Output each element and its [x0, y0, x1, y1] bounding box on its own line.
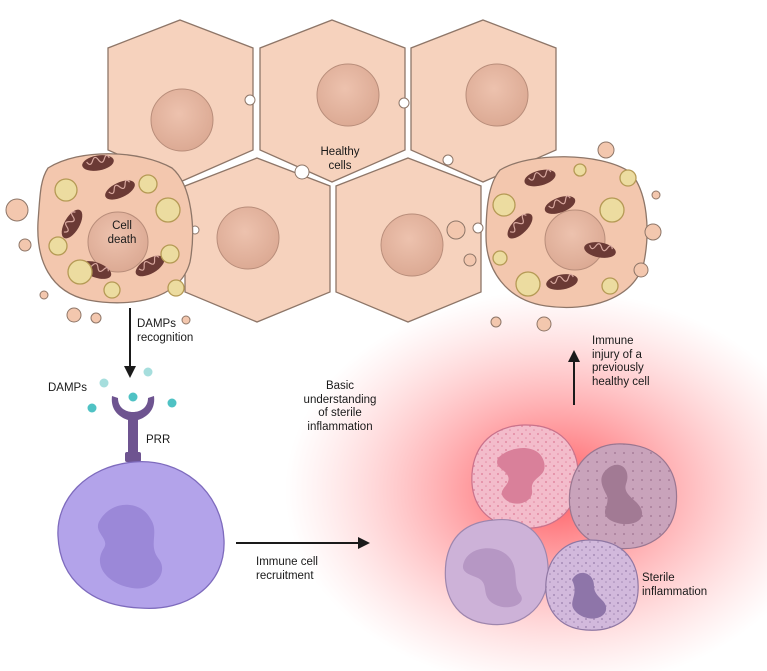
pattern-recognition-receptor-icon: [111, 396, 155, 462]
nucleus: [316, 63, 380, 127]
nucleus: [150, 88, 214, 152]
neutrophil-icon: [444, 518, 549, 626]
neutrophil-icon: [545, 539, 639, 631]
prr-label: PRR: [146, 434, 171, 446]
damps-label: DAMPs: [48, 382, 87, 394]
healthy-cell-nuclei: [150, 63, 529, 277]
apoptotic-bodies: [5, 198, 191, 325]
arrow-damps-recognition: [124, 308, 136, 378]
neutrophil-icon: [568, 443, 678, 550]
dying-cell-left: [5, 152, 194, 325]
vesicles: [48, 174, 185, 299]
dying-cell-right: [446, 141, 662, 332]
arrow-immune-injury: [568, 350, 580, 405]
nucleus: [87, 211, 149, 273]
apoptotic-bodies: [446, 141, 662, 332]
neutrophil-icon: [471, 424, 579, 529]
nucleus: [465, 63, 529, 127]
nucleus: [544, 209, 606, 271]
arrow-immune-cell-recruitment: [236, 537, 370, 549]
damage-associated-molecular-pattern-dots: [87, 367, 177, 413]
nucleus: [380, 213, 444, 277]
macrophage-icon: [57, 461, 225, 610]
vesicles: [492, 163, 637, 297]
nucleus: [216, 206, 280, 270]
